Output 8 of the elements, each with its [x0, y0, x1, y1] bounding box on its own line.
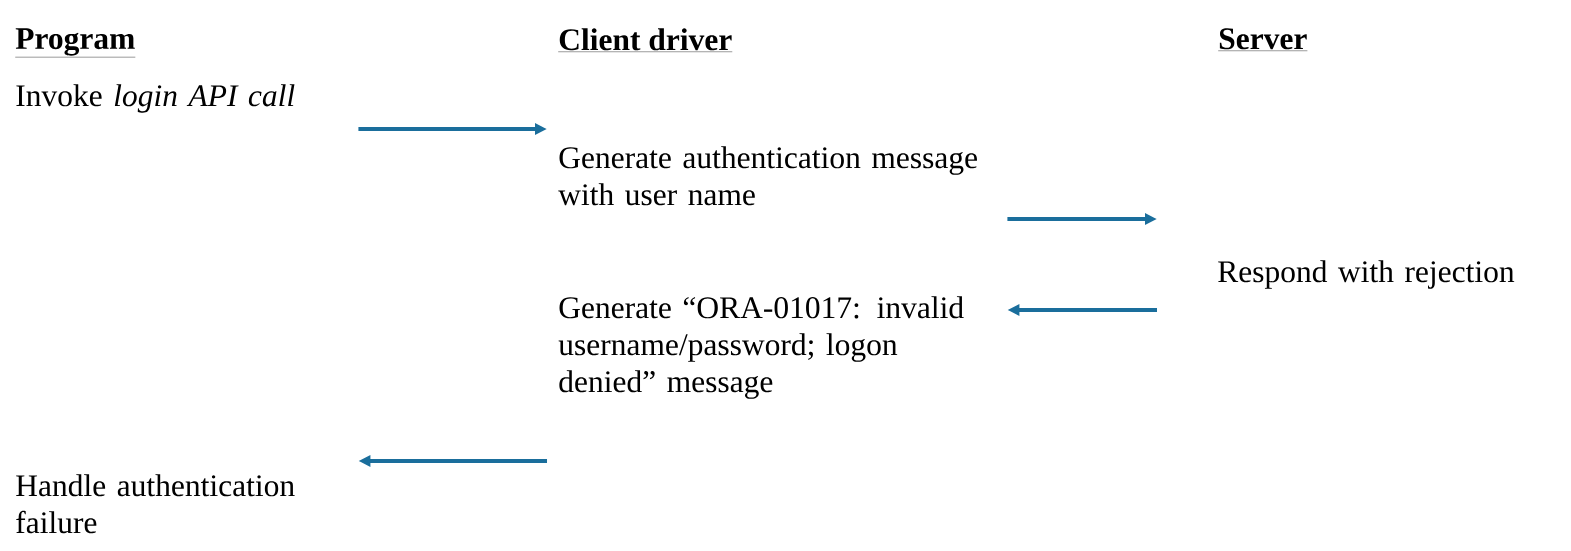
step-text: Generate “ORA-01017: invalid username/password; logon denied” message — [558, 296, 964, 399]
step-text: Generate authentication message with user name — [558, 146, 977, 206]
step-text: Invoke login API call — [16, 84, 295, 113]
step-text: Handle authentication failure — [16, 474, 295, 534]
column-heading: Program — [15, 28, 136, 58]
column-heading: Client driver — [558, 28, 733, 52]
column-heading: Server — [1218, 28, 1308, 51]
step-text: Respond with rejection — [1218, 260, 1515, 289]
